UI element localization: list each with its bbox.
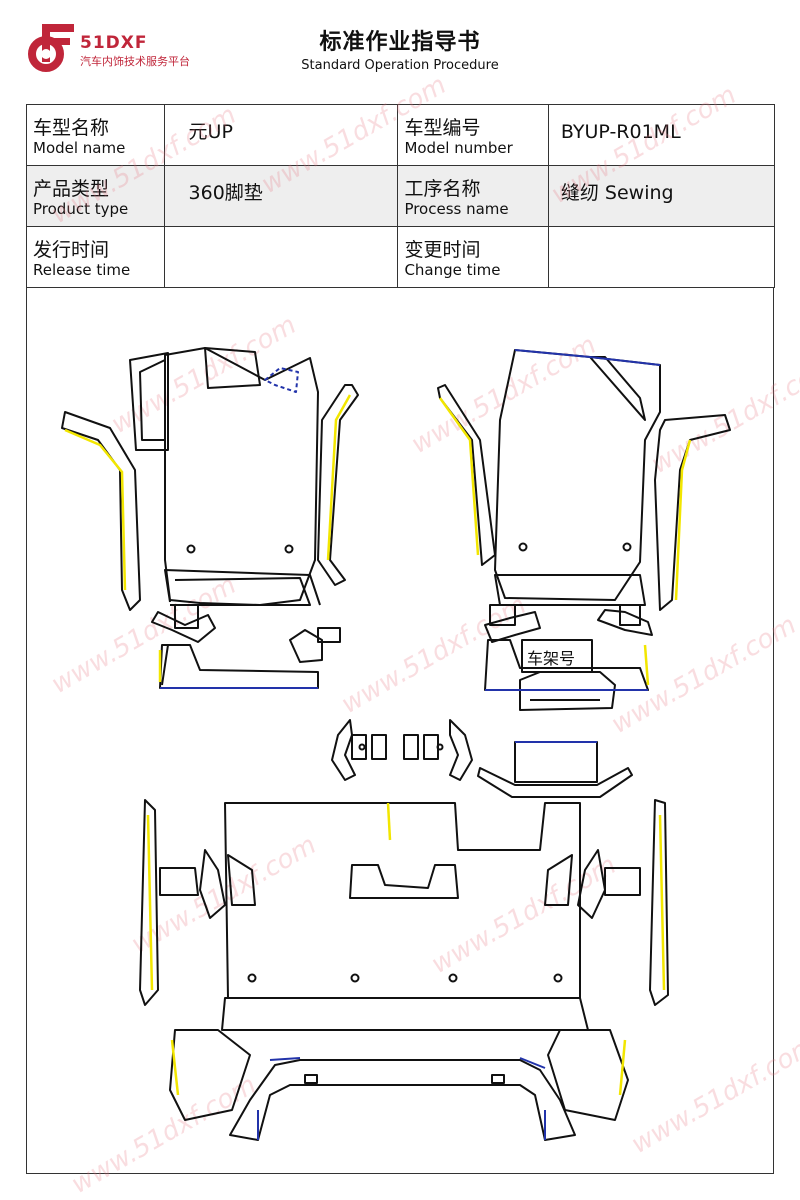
label-en: Change time [404, 261, 501, 279]
cell-release-time-value [163, 226, 399, 288]
label-en: Model name [33, 139, 126, 157]
brand-subtitle: 汽车内饰技术服务平台 [80, 55, 190, 68]
title-en: Standard Operation Procedure [301, 58, 499, 73]
front-right-side-strip [437, 384, 731, 611]
drawing-frame [26, 288, 774, 1174]
label-cn: 工序名称 [404, 178, 481, 200]
rear-tunnel-piece [477, 741, 633, 798]
label-cn: 发行时间 [33, 239, 110, 261]
label-cn: 车型编号 [404, 117, 481, 139]
rear-side-strips [139, 799, 669, 1006]
brand-block: 51DXF 汽车内饰技术服务平台 [80, 34, 190, 69]
cell-model-name-value: 元UP [163, 104, 399, 166]
front-left-lower-pieces [151, 604, 341, 689]
cell-change-time-value [547, 226, 776, 288]
front-left-side-strip [61, 384, 359, 611]
document-title: 标准作业指导书 Standard Operation Procedure [0, 30, 800, 74]
front-left-mat [164, 347, 321, 606]
label-en: Release time [33, 261, 131, 279]
process-name-value: 缝纫 Sewing [560, 182, 674, 204]
label-cn: 变更时间 [404, 239, 481, 261]
middle-tunnel-pieces [331, 719, 473, 781]
front-right-mat [494, 349, 661, 606]
label-en: Process name [404, 200, 509, 218]
frame-number-label: 车架号 [527, 649, 575, 668]
front-left-heel-pieces [129, 347, 261, 451]
rear-main-mat [221, 802, 589, 1031]
title-cn: 标准作业指导书 [319, 30, 481, 55]
model-name-value: 元UP [188, 121, 233, 143]
label-cn: 产品类型 [33, 178, 110, 200]
cell-model-number-value: BYUP-R01ML [547, 104, 776, 166]
rear-lower-pieces [169, 1029, 629, 1141]
product-type-value: 360脚垫 [188, 182, 263, 204]
model-number-value: BYUP-R01ML [560, 121, 681, 143]
label-en: Product type [33, 200, 129, 218]
label-en: Model number [404, 139, 513, 157]
rear-wheel-arch-pieces [159, 849, 641, 919]
label-cn: 车型名称 [33, 117, 110, 139]
brand-name: 51DXF [80, 33, 148, 53]
cell-product-type-value: 360脚垫 [163, 165, 399, 227]
51dxf-logo-icon [28, 24, 74, 72]
cell-process-name-value: 缝纫 Sewing [547, 165, 776, 227]
